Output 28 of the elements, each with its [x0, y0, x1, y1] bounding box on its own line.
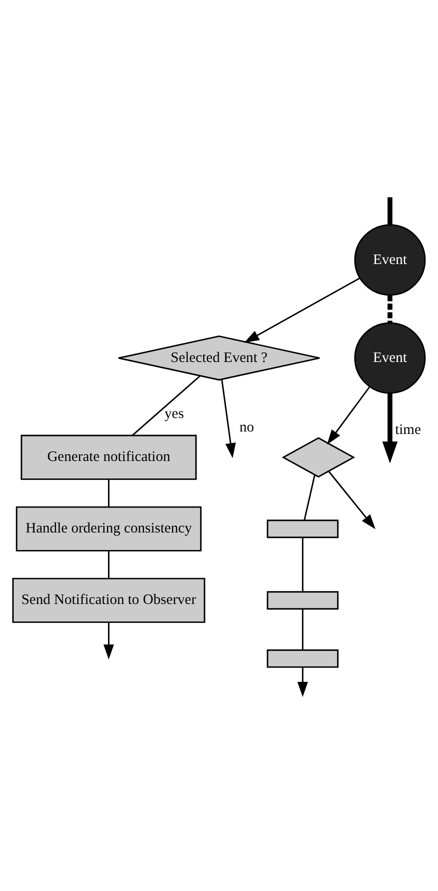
connector: [388, 196, 392, 224]
connector: [304, 474, 316, 520]
arrow: [297, 666, 308, 696]
node-box: [266, 590, 339, 610]
edge-label: no: [239, 419, 254, 436]
connector: [108, 550, 110, 578]
node-box: Send Notification to Observer: [12, 577, 206, 622]
edge-label: time: [395, 421, 421, 438]
node-box: Generate notification: [20, 434, 197, 480]
node-box: Handle ordering consistency: [16, 506, 202, 551]
node-circle: Event: [354, 322, 426, 394]
connector: [302, 536, 304, 592]
connector: [388, 294, 392, 322]
node-box: [266, 648, 339, 668]
arrow: [221, 378, 236, 458]
arrow: [244, 276, 360, 342]
node-circle: Event: [354, 224, 426, 296]
node-diamond: Selected Event ?: [118, 334, 320, 380]
connector: [302, 608, 304, 650]
node-box: [266, 519, 339, 538]
connector: [132, 375, 200, 436]
arrow: [326, 386, 370, 444]
arrow: [382, 392, 398, 463]
node-diamond: [282, 436, 356, 478]
edge-label: yes: [164, 406, 184, 422]
connector: [108, 478, 110, 506]
arrow: [328, 470, 376, 529]
arrow: [103, 622, 114, 659]
